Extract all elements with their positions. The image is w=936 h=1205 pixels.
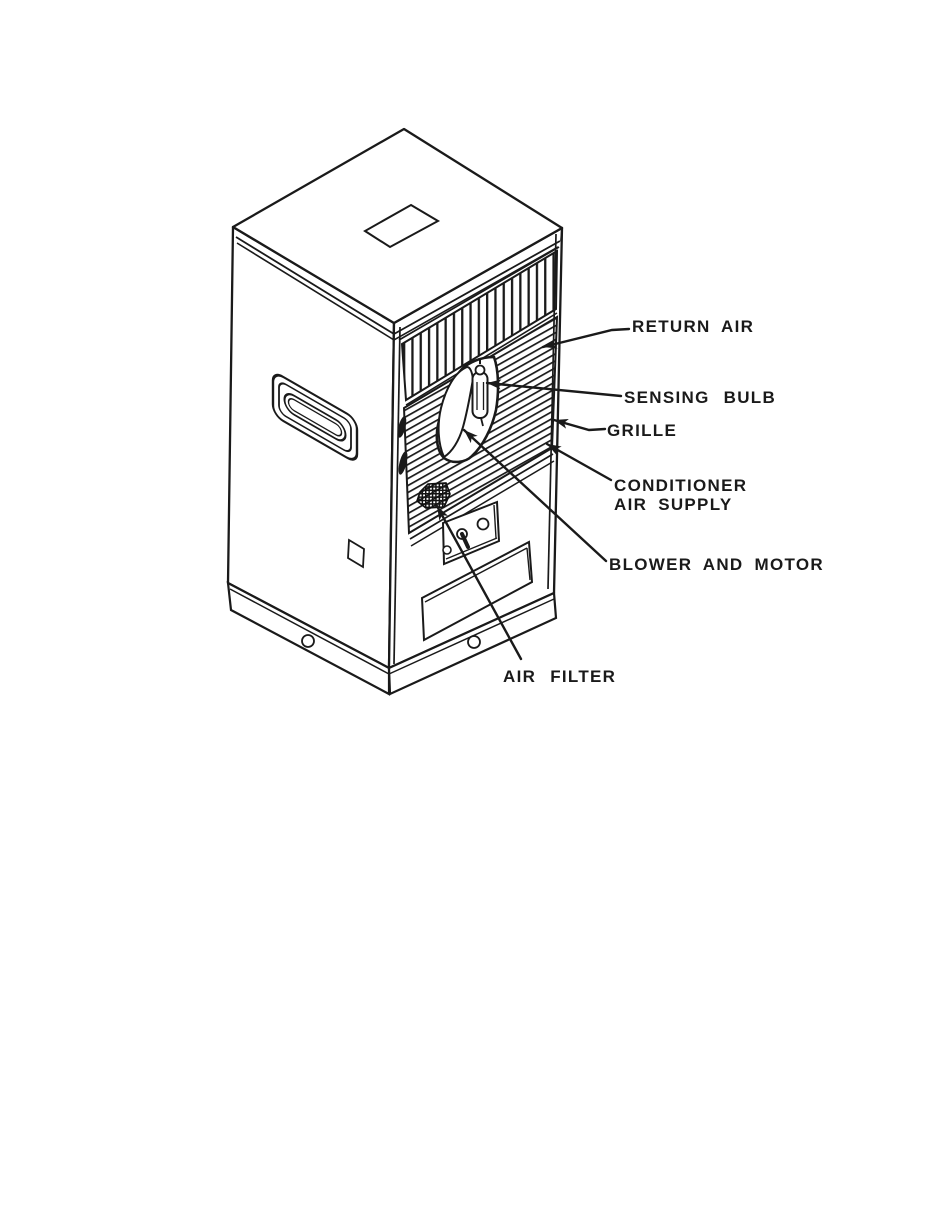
louver-band [400,249,559,402]
toggle-switch-lever [460,532,470,549]
label-conditioner-air-supply-line2: AIR SUPPLY [614,495,733,514]
leader-conditioner-air-supply [545,442,613,482]
panel-hole-small [442,545,452,555]
grille-shadow-mark-2 [398,451,408,475]
top-access-plate [363,203,441,249]
handle-bar-groove [287,397,343,437]
label-blower-and-motor: BLOWER AND MOTOR [609,555,824,574]
air-filter-patch [416,482,451,509]
leader-blower-and-motor [462,428,608,563]
control-recess [441,500,501,566]
leader-return-air [541,327,631,349]
grille-cutaway [435,355,500,464]
grille-shadow-mark-1 [397,416,407,438]
label-air-filter: AIR FILTER [503,667,617,686]
leader-sensing-bulb [485,379,623,398]
sensing-bulb-part [471,359,489,427]
label-sensing-bulb: SENSING BULB [624,388,777,407]
label-return-air: RETURN AIR [632,317,755,336]
lid-edge-lines [235,227,563,341]
skirt-screw-right [467,635,481,649]
leader-grille [552,418,607,432]
recessed-handle [271,373,359,461]
label-conditioner-air-supply-line1: CONDITIONER [614,476,748,495]
base-skirt [226,581,558,696]
leader-lines [435,327,631,661]
leader-air-filter [435,504,523,661]
left-face-small-plate [347,538,365,569]
label-grille: GRILLE [607,421,678,440]
panel-hole [476,517,490,531]
skirt-screw-left [301,634,315,648]
